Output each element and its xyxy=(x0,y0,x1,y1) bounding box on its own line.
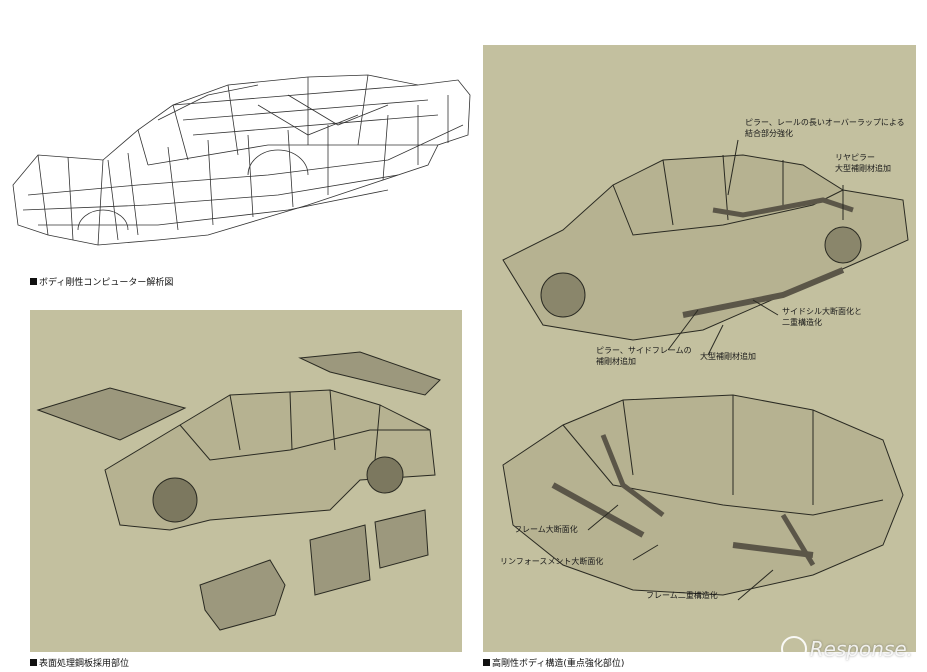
caption-square-icon xyxy=(30,278,37,285)
callout-large-stiffener: 大型補剛材追加 xyxy=(700,351,756,362)
rigidity-caption: 高剛性ボディ構造(重点強化部位) xyxy=(483,656,624,669)
callout-overlap: ピラー、レールの長いオーバーラップによる 結合部分強化 xyxy=(745,117,905,139)
response-logo-icon xyxy=(780,636,807,662)
response-watermark: Response. xyxy=(780,636,913,662)
watermark-text: Response. xyxy=(809,637,913,661)
wireframe-illustration xyxy=(8,35,473,260)
callout-frame-large-line1: フレーム大断面化 xyxy=(514,525,578,534)
panels-caption-text: 表面処理鋼板採用部位 xyxy=(39,659,130,669)
callout-pillar-side-frame: ピラー、サイドフレームの 補剛材追加 xyxy=(596,345,692,367)
callout-side-sill-line1: サイドシル大断面化と xyxy=(782,307,862,316)
wireframe-caption: ボディ剛性コンピューター解析図 xyxy=(30,275,173,288)
callout-side-sill: サイドシル大断面化と 二重構造化 xyxy=(782,306,862,328)
callout-side-sill-line2: 二重構造化 xyxy=(782,318,822,327)
callout-large-stiffener-line1: 大型補剛材追加 xyxy=(700,352,756,361)
callout-frame-double-line1: フレーム二重構造化 xyxy=(646,591,718,600)
callout-rear-pillar: リヤピラー 大型補剛材追加 xyxy=(835,152,891,174)
callout-reinforcement-line1: リンフォースメント大断面化 xyxy=(500,557,604,566)
rigidity-caption-text: 高剛性ボディ構造(重点強化部位) xyxy=(492,659,625,669)
caption-square-icon xyxy=(483,659,490,666)
callout-reinforcement: リンフォースメント大断面化 xyxy=(500,556,603,567)
callout-overlap-line1: ピラー、レールの長いオーバーラップによる xyxy=(745,118,905,127)
callout-overlap-line2: 結合部分強化 xyxy=(745,129,793,138)
callout-frame-large: フレーム大断面化 xyxy=(514,524,578,535)
callout-pillar-side-frame-line1: ピラー、サイドフレームの xyxy=(596,346,692,355)
panels-caption: 表面処理鋼板採用部位 xyxy=(30,656,129,669)
wireframe-caption-text: ボディ剛性コンピューター解析図 xyxy=(39,278,174,288)
panels-illustration xyxy=(30,310,462,652)
callout-frame-double: フレーム二重構造化 xyxy=(646,590,718,601)
rigidity-illustration xyxy=(483,45,916,652)
callout-rear-pillar-line1: リヤピラー xyxy=(835,153,875,162)
callout-rear-pillar-line2: 大型補剛材追加 xyxy=(835,164,891,173)
callout-pillar-side-frame-line2: 補剛材追加 xyxy=(596,357,636,366)
caption-square-icon xyxy=(30,659,37,666)
